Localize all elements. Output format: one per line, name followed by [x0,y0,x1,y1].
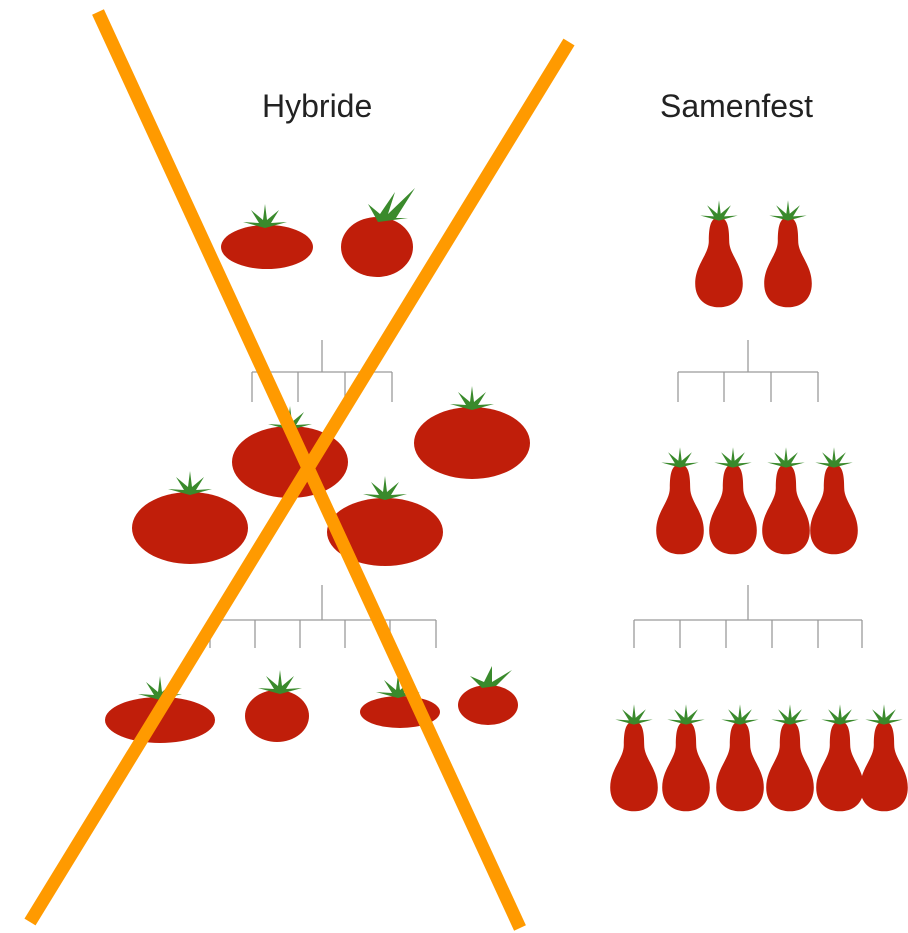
pear-tomato-icon [816,704,864,812]
hybrid-generation-1 [221,188,415,277]
pear-tomato-icon [610,704,658,812]
open-pollinated-generation-1 [695,200,812,308]
pear-tomato-icon [860,704,908,812]
pear-tomato-icon [656,447,704,555]
round-tomato-icon [221,204,313,269]
pear-tomato-icon [716,704,764,812]
open-pollinated-generation-2 [656,447,858,555]
pear-tomato-icon [762,447,810,555]
pear-tomato-icon [695,200,743,308]
round-tomato-icon [327,476,443,566]
open-pollinated-title: Samenfest [660,88,813,124]
hybrid-title: Hybride [262,88,373,124]
round-tomato-icon [245,670,309,742]
round-tomato-icon [341,188,415,277]
pear-tomato-icon [709,447,757,555]
hybrid-branch-lines [209,340,437,648]
round-tomato-icon [414,386,530,479]
round-tomato-icon [458,666,518,725]
hybrid-generation-2 [132,386,530,566]
pear-tomato-icon [662,704,710,812]
round-tomato-icon [132,471,248,564]
pear-tomato-icon [764,200,812,308]
open-pollinated-branch-lines [633,340,863,648]
pear-tomato-icon [810,447,858,555]
open-pollinated-generation-3 [610,704,908,812]
pear-tomato-icon [766,704,814,812]
cross-out-icon [24,9,575,931]
